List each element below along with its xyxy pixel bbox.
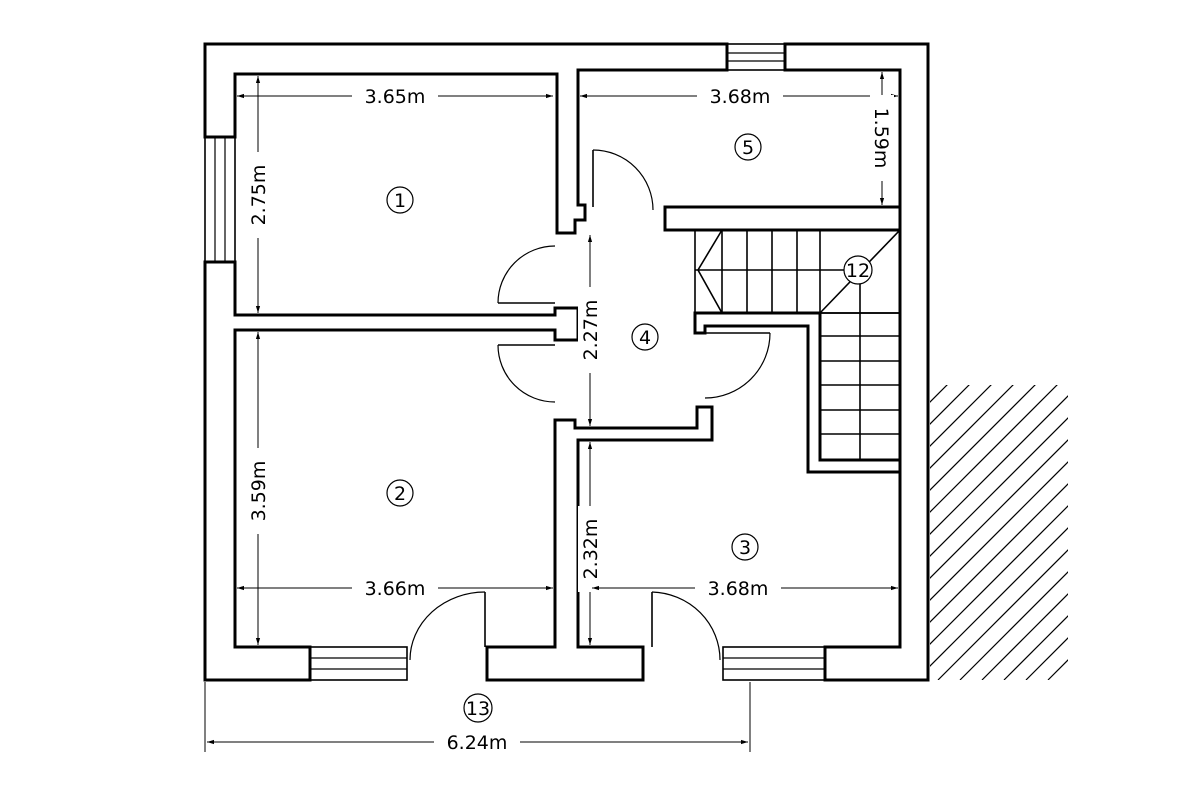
room-label-13: 13 — [463, 693, 493, 723]
window-bottom-right — [722, 646, 826, 681]
room-label-12: 12 — [843, 255, 873, 285]
hatch-line — [981, 593, 1068, 680]
window-bottom-left — [309, 646, 408, 681]
dim-room5-height: 1.59m — [870, 108, 892, 169]
walls — [203, 42, 930, 682]
svg-text:5: 5 — [742, 137, 754, 159]
hatch-line — [959, 571, 1068, 680]
wall-center-lower — [485, 405, 714, 682]
svg-text:4: 4 — [639, 327, 651, 349]
svg-text:2: 2 — [394, 483, 406, 505]
hatch-line — [1003, 615, 1068, 680]
door-room2 — [497, 344, 556, 403]
dim-corridor-height: 2.27m — [580, 300, 602, 361]
hatch-line — [930, 483, 1068, 623]
staircase — [694, 229, 901, 461]
hatch-line — [1092, 380, 1200, 680]
dimension-lines: 3.65m 3.68m 1.59m 2.75m 2.27m 3.59m 2.32… — [204, 72, 898, 754]
room-label-2: 2 — [386, 479, 414, 507]
dim-room5-width: 3.68m — [710, 86, 771, 108]
hatch-line — [630, 380, 930, 680]
hatch-line — [930, 385, 1014, 469]
room-label-3: 3 — [731, 533, 759, 561]
svg-text:13: 13 — [466, 698, 490, 720]
door-entrance-room3 — [651, 591, 721, 661]
wall-top-left — [203, 42, 729, 235]
room-label-1: 1 — [386, 186, 414, 214]
room-label-4: 4 — [631, 323, 659, 351]
room-label-5: 5 — [734, 133, 762, 161]
hatch-line — [930, 417, 1068, 557]
hatch-line — [930, 527, 1068, 667]
wall-stair — [693, 311, 902, 474]
dim-room3-height: 2.32m — [580, 519, 602, 580]
dim-room2-height: 3.59m — [248, 461, 270, 522]
hatched-area — [630, 380, 1200, 680]
hatch-line — [930, 395, 1068, 535]
door-room5 — [592, 149, 654, 211]
dim-room3-width: 3.68m — [708, 578, 769, 600]
windows — [204, 43, 826, 681]
dim-total-width: 6.24m — [447, 732, 508, 754]
window-top — [726, 43, 786, 71]
hatch-line — [937, 549, 1068, 680]
dim-room2-width: 3.66m — [365, 578, 426, 600]
window-left — [204, 136, 236, 263]
hatch-line — [1070, 380, 1200, 680]
hatch-line — [930, 385, 1036, 491]
svg-text:12: 12 — [846, 260, 870, 282]
wall-room5-bottom — [663, 205, 902, 232]
room-labels: 1 5 4 2 3 12 13 — [386, 133, 873, 723]
hatch-line — [1047, 659, 1068, 680]
door-entrance-room2 — [409, 591, 486, 661]
hatch-line — [930, 385, 1058, 513]
hatch-line — [930, 439, 1068, 579]
hatch-line — [930, 461, 1068, 601]
dim-room1-height: 2.75m — [248, 165, 270, 226]
hatch-line — [930, 505, 1068, 645]
wall-right — [783, 42, 930, 682]
hatch-line — [930, 385, 992, 447]
door-room3 — [704, 332, 771, 399]
svg-text:3: 3 — [739, 537, 751, 559]
dim-room1-width: 3.65m — [365, 86, 426, 108]
svg-text:1: 1 — [394, 190, 406, 212]
doors — [409, 149, 771, 661]
door-room1 — [497, 245, 556, 304]
hatch-line — [1025, 637, 1068, 680]
